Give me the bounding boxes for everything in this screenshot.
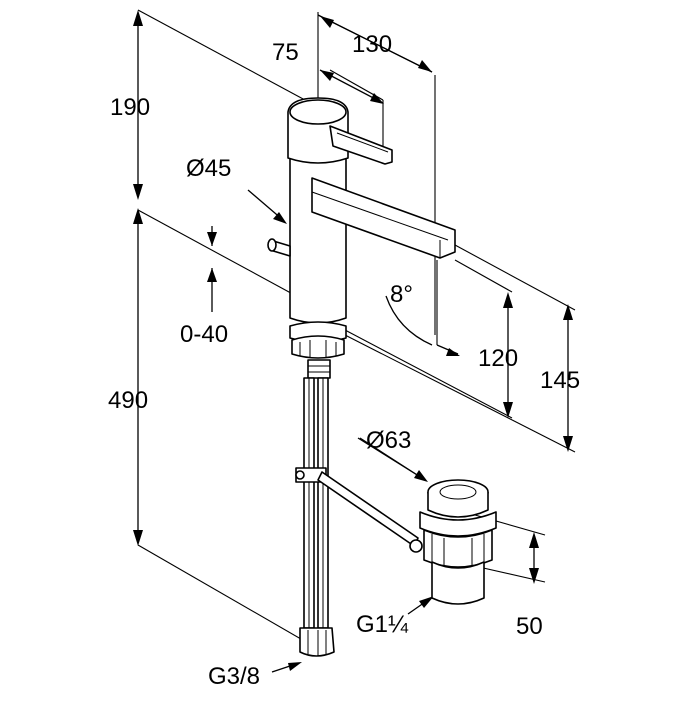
label-diameter-63: Ø63 bbox=[366, 427, 411, 454]
faucet-body-group bbox=[267, 97, 456, 657]
waste-valve-group bbox=[409, 479, 497, 605]
label-490: 490 bbox=[108, 387, 148, 414]
waste-tail bbox=[431, 561, 485, 605]
faucet-body bbox=[289, 149, 347, 324]
label-145: 145 bbox=[540, 367, 580, 394]
label-thread-g1-1-4: G1¼ bbox=[356, 611, 409, 638]
dimension-lines bbox=[133, 10, 573, 673]
linkage-rod bbox=[317, 471, 419, 547]
label-120: 120 bbox=[478, 345, 518, 372]
base-flange-2 bbox=[291, 335, 345, 359]
label-190: 190 bbox=[110, 94, 150, 121]
label-angle-8: 8° bbox=[390, 281, 413, 308]
label-thread-g3-8: G3/8 bbox=[208, 663, 260, 690]
labels: 190 490 Ø45 75 130 0-40 8° 120 145 Ø63 5… bbox=[108, 31, 580, 690]
label-0-40: 0-40 bbox=[180, 321, 228, 348]
label-75: 75 bbox=[272, 39, 299, 66]
hose-nut bbox=[299, 627, 335, 657]
label-130: 130 bbox=[352, 31, 392, 58]
label-diameter-45: Ø45 bbox=[186, 155, 231, 182]
label-50: 50 bbox=[516, 613, 543, 640]
lever-handle bbox=[329, 125, 393, 165]
threaded-rod bbox=[307, 359, 331, 379]
spout bbox=[311, 177, 456, 259]
